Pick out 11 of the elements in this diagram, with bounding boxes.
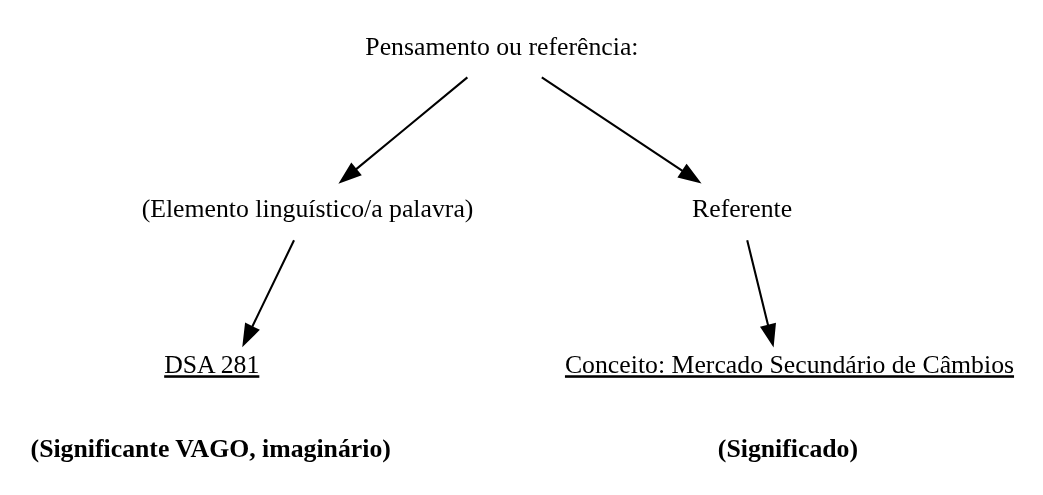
node-text: DSA 281 — [164, 349, 260, 379]
node-text: (Elemento linguístico/a palavra) — [141, 193, 474, 223]
node-label: (Significado) — [717, 433, 859, 463]
node-label: (Significante VAGO, imaginário) — [30, 433, 391, 463]
arrow — [242, 239, 295, 347]
arrow — [746, 239, 776, 348]
arrow — [541, 76, 702, 184]
node-text: Pensamento ou referência: — [365, 31, 639, 61]
arrow — [338, 76, 469, 184]
node-text: Conceito: Mercado Secundário de Câmbios — [564, 349, 1015, 379]
node-text: Referente — [692, 193, 793, 223]
